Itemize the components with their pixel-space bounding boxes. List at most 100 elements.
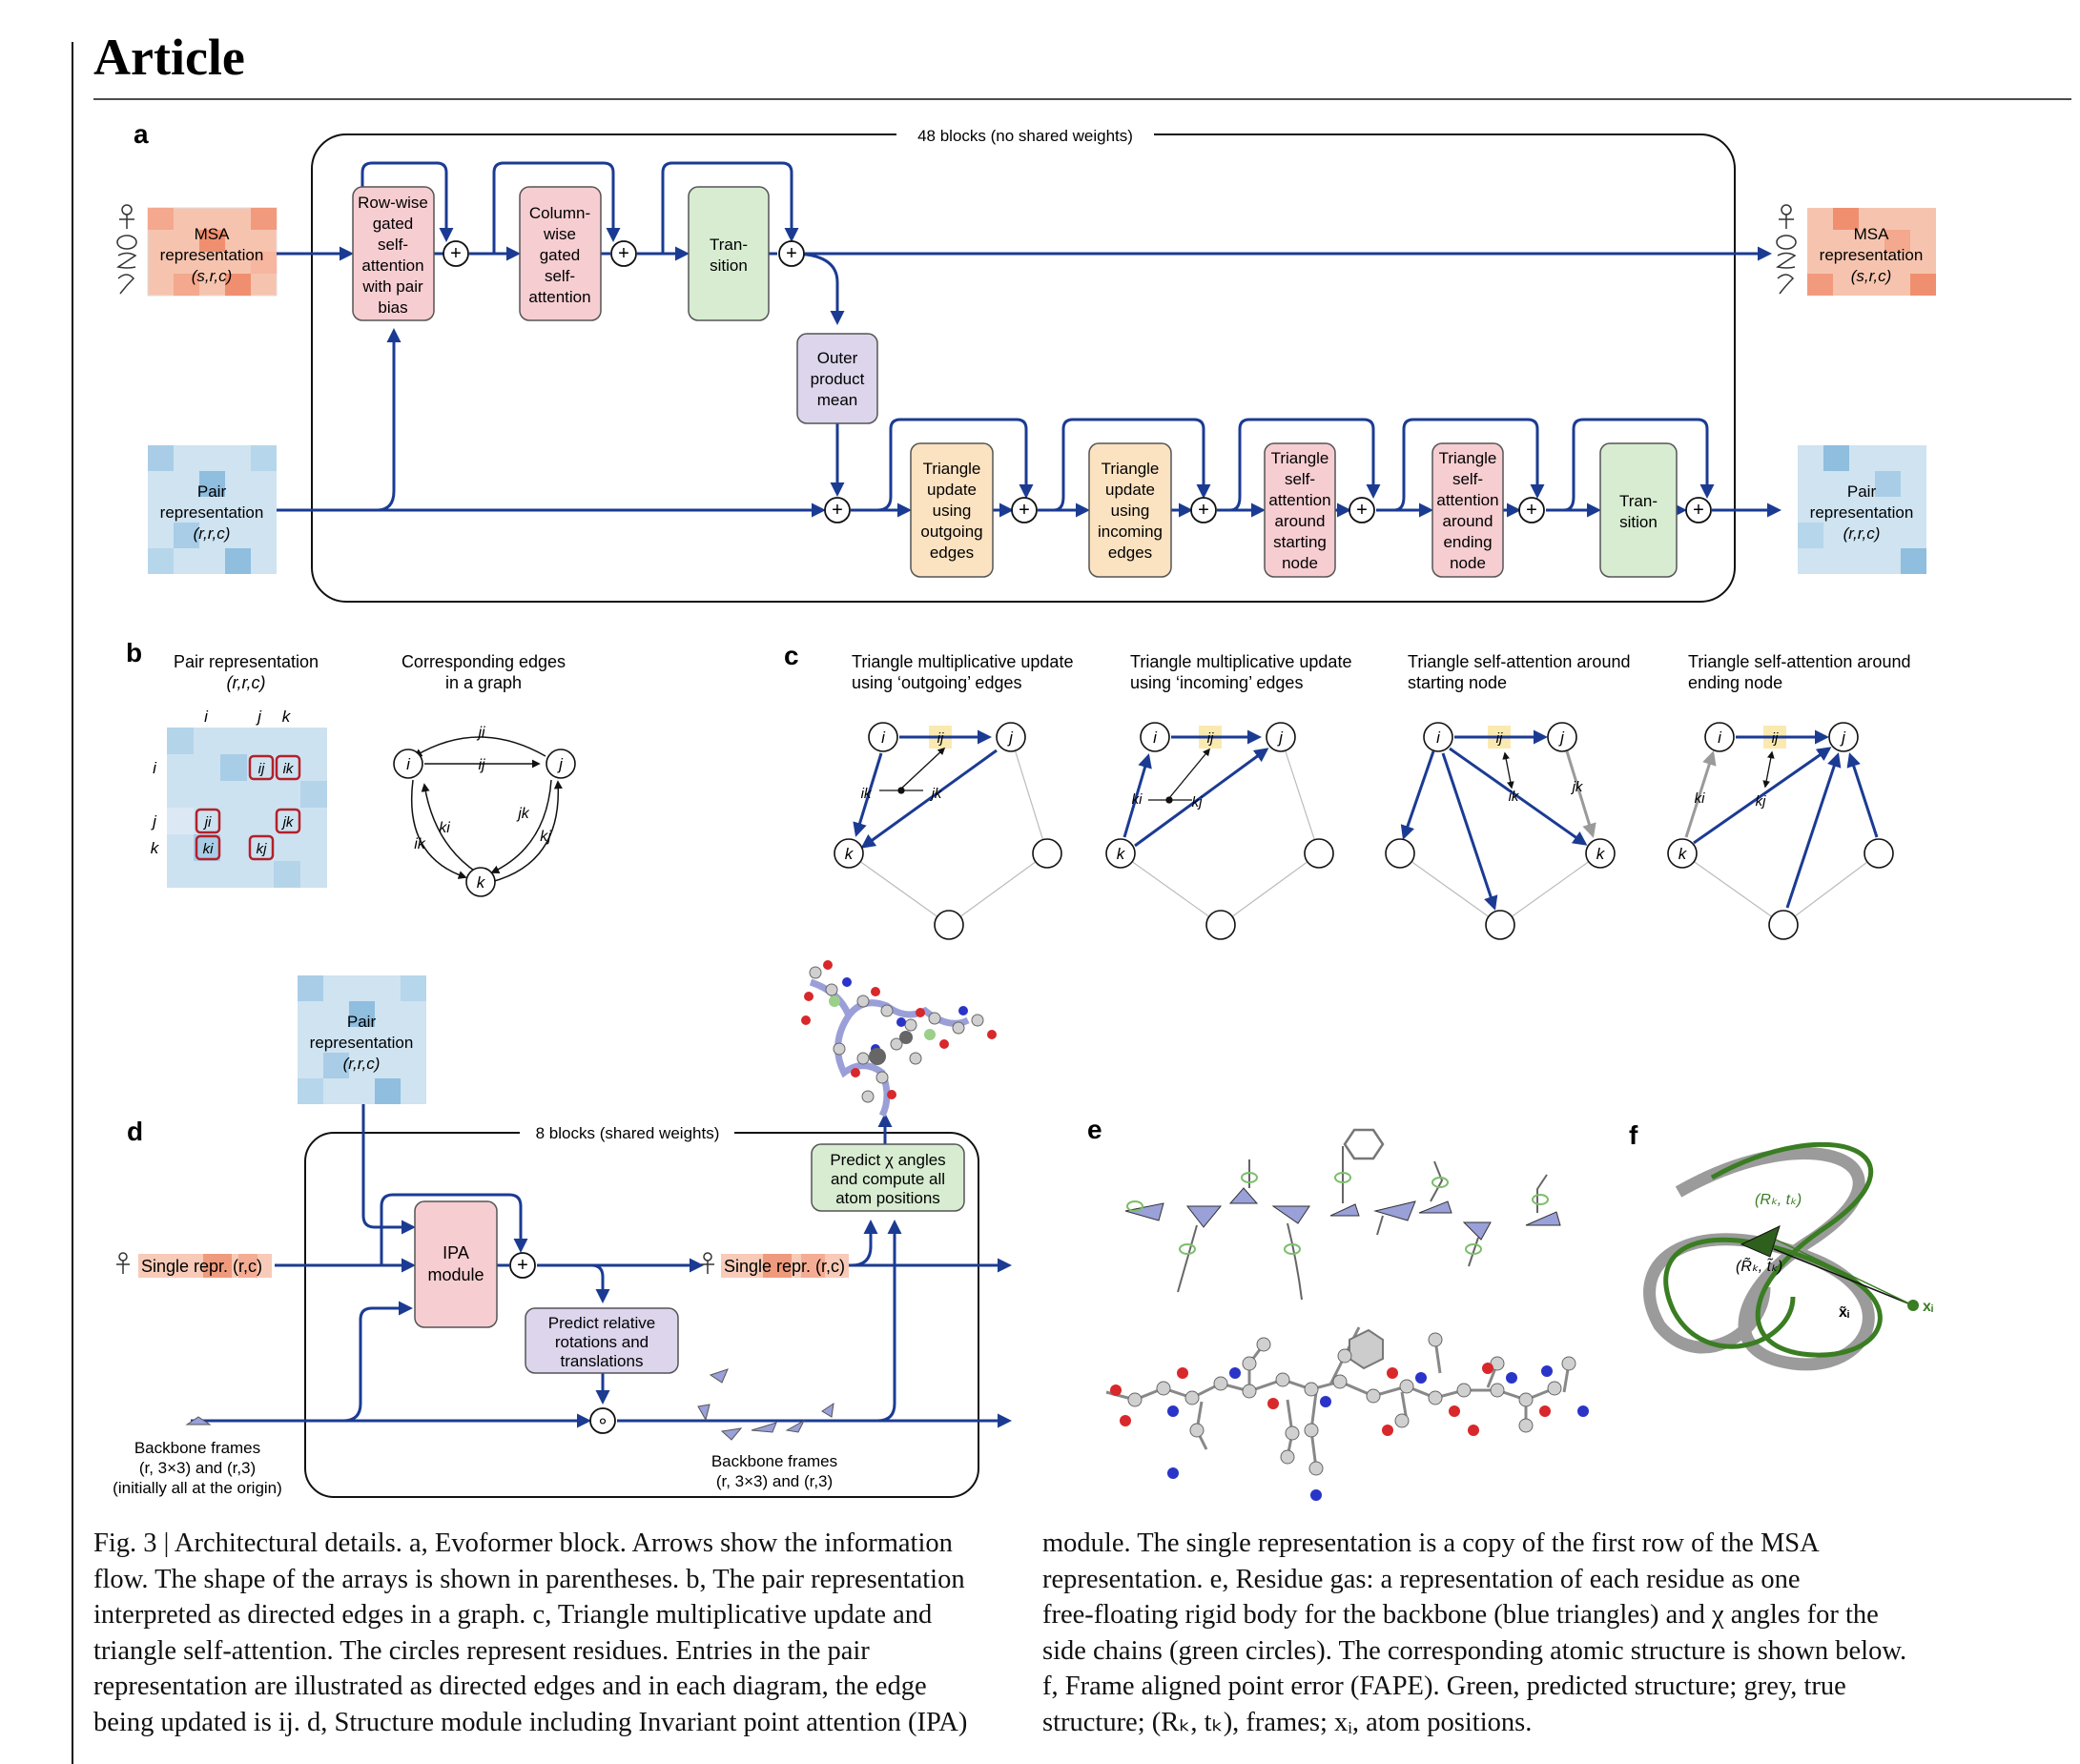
row-attn-l6: bias xyxy=(378,298,407,317)
compose-node: ∘ xyxy=(589,1407,616,1434)
tri-attn-e-l4: around xyxy=(1443,512,1493,530)
edge-graph: i j k ji ij ki ik jk kj xyxy=(393,725,576,897)
plus-label: + xyxy=(1693,500,1704,521)
caption-right-line: representation. e, Residue gas: a repres… xyxy=(1042,1564,1801,1594)
tri-in-l4: incoming xyxy=(1098,523,1163,541)
d-blocks-label-bg xyxy=(520,1120,734,1145)
species-icons-in xyxy=(116,204,137,295)
error-line-pred xyxy=(1775,1239,1914,1306)
row-attn-l5: with pair xyxy=(361,277,423,296)
col-label-i: i xyxy=(204,708,209,726)
msa-out-line3: (s,r,c) xyxy=(1851,267,1892,285)
graph-title-l1: Corresponding edges xyxy=(402,652,566,671)
blocks-label-bg xyxy=(896,122,1154,147)
c1-title-l2: using ‘outgoing’ edges xyxy=(852,673,1021,692)
caption-left-line: triangle self-attention. The circles rep… xyxy=(93,1635,870,1666)
page-title: Article xyxy=(93,29,245,86)
tri-attn-e-l5: ending xyxy=(1443,533,1492,551)
outer-l2: product xyxy=(811,370,865,388)
pair-grid-title-l2: (r,r,c) xyxy=(227,673,266,692)
transition2-l1: Tran- xyxy=(1619,492,1658,510)
frames-in-l1: Backbone frames xyxy=(134,1439,260,1457)
tri-out-l2: update xyxy=(927,481,977,499)
d-pair-l1: Pair xyxy=(347,1013,377,1031)
panel-f: f (Rₖ, tₖ) (R̃ₖ, t̃ₖ) xᵢ x̃ᵢ xyxy=(1629,1120,1933,1371)
plus-node: + xyxy=(778,240,805,267)
d2-edge-kj: kj xyxy=(1192,794,1204,810)
col-attn-l3: gated xyxy=(540,246,581,264)
ipa-l2: module xyxy=(427,1265,484,1284)
tri-in-l3: using xyxy=(1111,502,1150,520)
transition-l1: Tran- xyxy=(710,236,748,254)
d1-edge-ik: ik xyxy=(861,786,873,802)
pair-representation-d: Pair representation (r,r,c) xyxy=(298,975,426,1104)
ipa-l1: IPA xyxy=(443,1243,469,1262)
node-j: j xyxy=(557,755,564,773)
d1-edge-jk: jk xyxy=(930,786,943,802)
cell-ji: ji xyxy=(203,814,212,831)
frames-out-l1: Backbone frames xyxy=(711,1452,837,1470)
predict-chi-l1: Predict χ angles xyxy=(830,1151,945,1169)
d-pair-l2: representation xyxy=(310,1034,414,1052)
plus-label: + xyxy=(1526,500,1537,521)
tri-in-l2: update xyxy=(1105,481,1155,499)
panel-letter-f: f xyxy=(1629,1120,1638,1150)
c4-title-l1: Triangle self-attention around xyxy=(1688,652,1910,671)
single-in-label: Single repr. (r,c) xyxy=(141,1257,262,1276)
frames-in-l3: (initially all at the origin) xyxy=(113,1479,282,1497)
plus-label: + xyxy=(1198,500,1209,521)
cell-ki: ki xyxy=(203,841,215,857)
caption-left-line: flow. The shape of the arrays is shown i… xyxy=(93,1564,965,1594)
plus-node: + xyxy=(1349,497,1375,523)
col-label-j: j xyxy=(256,708,262,726)
col-attn-l1: Column- xyxy=(529,204,590,222)
msa-representation-out: MSA representation (s,r,c) xyxy=(1807,208,1936,296)
predict-rot-l1: Predict relative xyxy=(548,1314,655,1332)
row-label-k: k xyxy=(151,839,160,857)
structure-flow-lines xyxy=(191,1104,1012,1428)
plus-node: + xyxy=(1190,497,1217,523)
d2-edge-ki: ki xyxy=(1132,791,1143,808)
caption-right-line: free-floating rigid body for the backbon… xyxy=(1042,1600,1879,1630)
row-label-i: i xyxy=(153,759,157,777)
pair-representation-in: Pair representation (r,r,c) xyxy=(148,445,277,574)
tri-attn-s-l3: attention xyxy=(1268,491,1330,509)
d1-node-k: k xyxy=(845,845,855,863)
backbone-frames-in: Backbone frames (r, 3×3) and (r,3) (init… xyxy=(113,1416,282,1497)
tri-attn-e-l3: attention xyxy=(1436,491,1498,509)
triangle-diagram-incoming: i j k ij ki kj xyxy=(1105,722,1334,940)
pair-out-line3: (r,r,c) xyxy=(1843,524,1881,543)
predict-chi-l3: atom positions xyxy=(835,1189,940,1207)
caption-left-line: representation are illustrated as direct… xyxy=(93,1672,927,1701)
pred-frame-label: (Rₖ, tₖ) xyxy=(1755,1192,1802,1208)
plus-node: + xyxy=(1011,497,1038,523)
cell-ij: ij xyxy=(258,761,265,777)
plus-label: + xyxy=(1019,500,1030,521)
plus-label: + xyxy=(450,243,462,264)
column-attention-box: Column- wise gated self- attention xyxy=(519,186,602,321)
pred-atom-label: xᵢ xyxy=(1923,1299,1933,1315)
tri-attn-e-l6: node xyxy=(1450,554,1486,572)
plus-label: + xyxy=(618,243,629,264)
triangle-attention-start-box: Triangle self- attention around starting… xyxy=(1264,442,1336,578)
single-repr-in: Single repr. (r,c) xyxy=(116,1252,272,1278)
d4-node-j: j xyxy=(1840,728,1846,747)
true-frame-label: (R̃ₖ, t̃ₖ) xyxy=(1736,1256,1782,1275)
tri-attn-s-l2: self- xyxy=(1285,470,1315,488)
predict-chi-box: Predict χ angles and compute all atom po… xyxy=(811,1143,965,1212)
col-label-k: k xyxy=(282,708,292,726)
pair-grid-title-l1: Pair representation xyxy=(174,652,319,671)
tri-attn-e-l1: Triangle xyxy=(1439,449,1497,467)
cell-jk: jk xyxy=(281,814,295,831)
row-label-j: j xyxy=(151,812,157,831)
tri-attn-s-l5: starting xyxy=(1273,533,1327,551)
panel-letter-d: d xyxy=(127,1117,143,1146)
c3-title-l1: Triangle self-attention around xyxy=(1408,652,1630,671)
edge-ki: ki xyxy=(439,820,450,836)
col-attn-l4: self- xyxy=(545,267,575,285)
caption-left-line: being updated is ij. d, Structure module… xyxy=(93,1707,968,1737)
tri-attn-s-l4: around xyxy=(1275,512,1326,530)
triangle-attention-end-box: Triangle self- attention around ending n… xyxy=(1431,442,1504,578)
single-repr-out: Single repr. (r,c) xyxy=(701,1252,849,1278)
panel-letter-e: e xyxy=(1087,1115,1102,1144)
